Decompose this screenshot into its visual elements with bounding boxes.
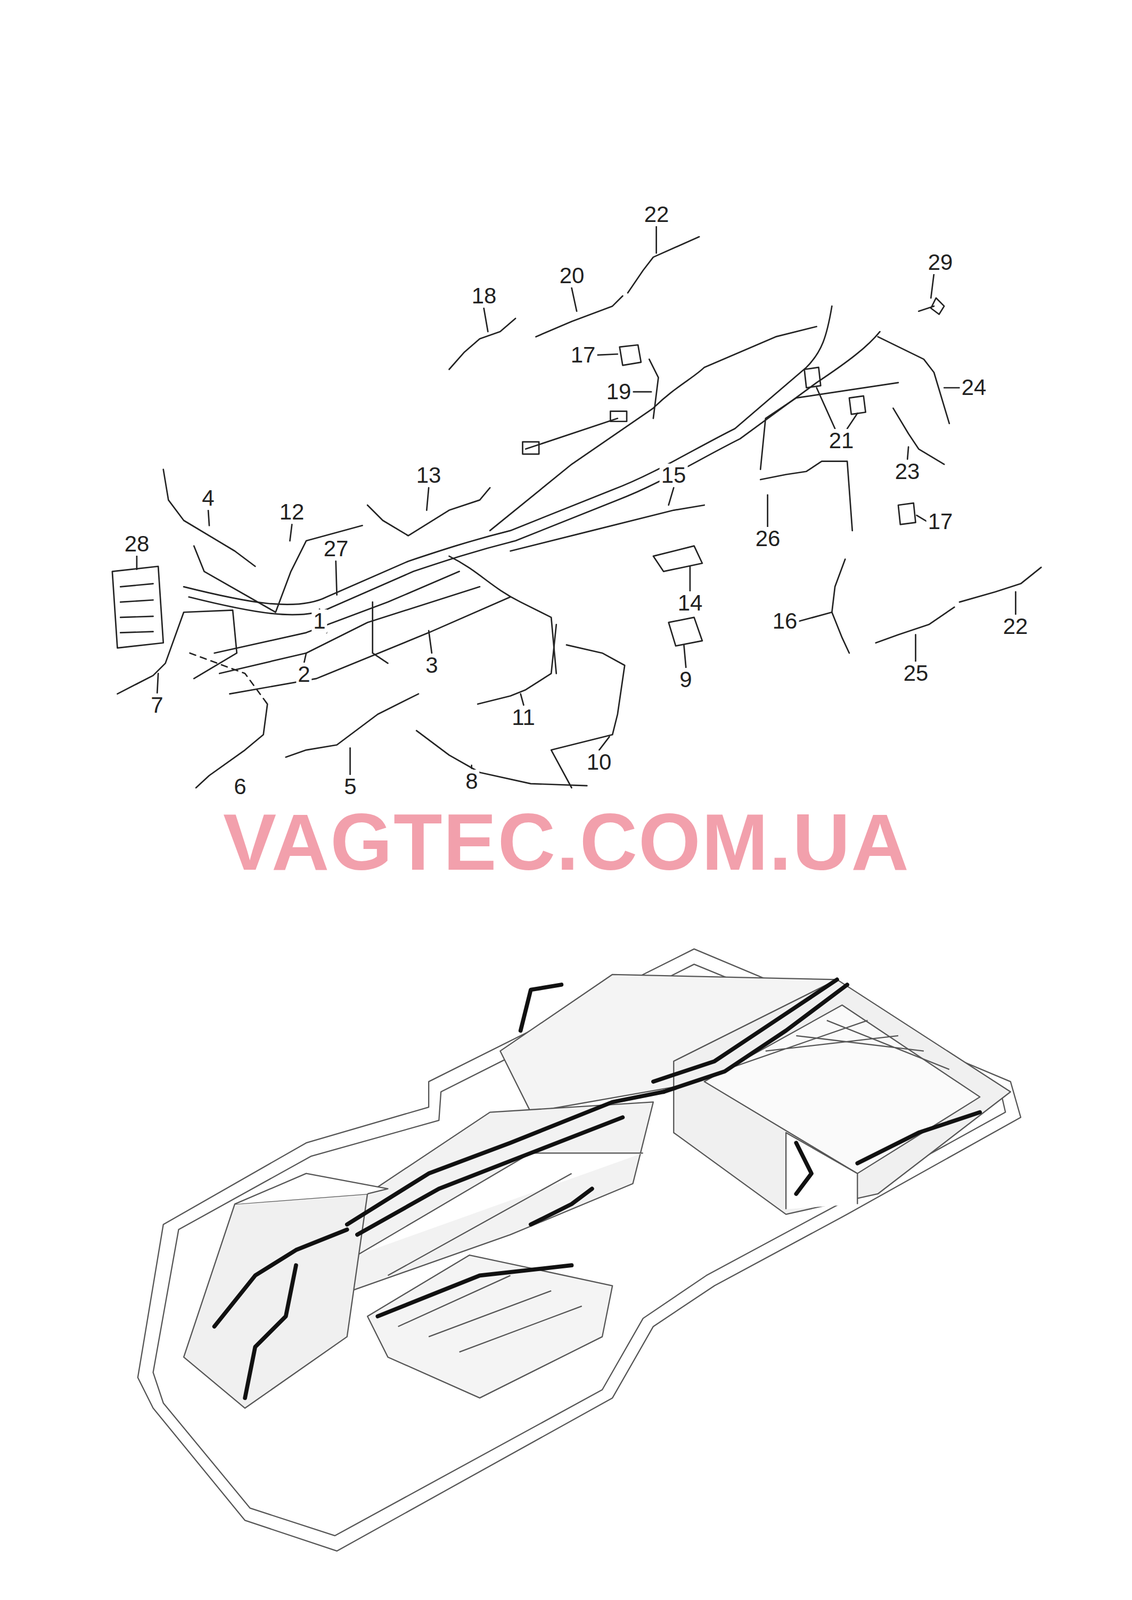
callout-number: 16 [770, 609, 800, 634]
callout-number: 6 [232, 775, 248, 799]
callout-number: 8 [463, 769, 480, 794]
callout-number: 29 [926, 250, 955, 275]
callout-number: 28 [122, 532, 152, 556]
callout-number: 22 [1001, 614, 1030, 639]
callout-number: 12 [277, 500, 307, 524]
callout-number: 10 [585, 750, 614, 775]
callout-number: 21 [827, 429, 856, 453]
callout-number: 15 [659, 463, 688, 488]
callout-number: 22 [642, 202, 671, 227]
watermark: VAGTEC.COM.UA [223, 808, 910, 877]
callout-number: 23 [893, 460, 922, 484]
callout-number: 2 [296, 662, 312, 687]
callout-number: 5 [342, 775, 358, 799]
callout-number: 25 [901, 661, 931, 686]
callout-number: 9 [677, 668, 694, 692]
callout-number: 4 [200, 486, 216, 511]
callout-number: 27 [322, 537, 351, 561]
callout-number: 17 [926, 510, 955, 534]
callout-number: 1 [311, 609, 327, 634]
callout-number: 17 [569, 343, 598, 367]
callout-number: 7 [149, 693, 165, 718]
callout-number: 18 [470, 284, 499, 308]
callout-number: 11 [510, 706, 537, 730]
callout-number: 13 [414, 463, 444, 488]
callout-number: 19 [604, 380, 634, 404]
callout-number: 14 [676, 591, 705, 615]
callout-number: 26 [753, 527, 783, 551]
callout-number: 24 [960, 375, 989, 400]
callout-number: 3 [423, 653, 440, 678]
callout-number: 20 [558, 264, 587, 288]
